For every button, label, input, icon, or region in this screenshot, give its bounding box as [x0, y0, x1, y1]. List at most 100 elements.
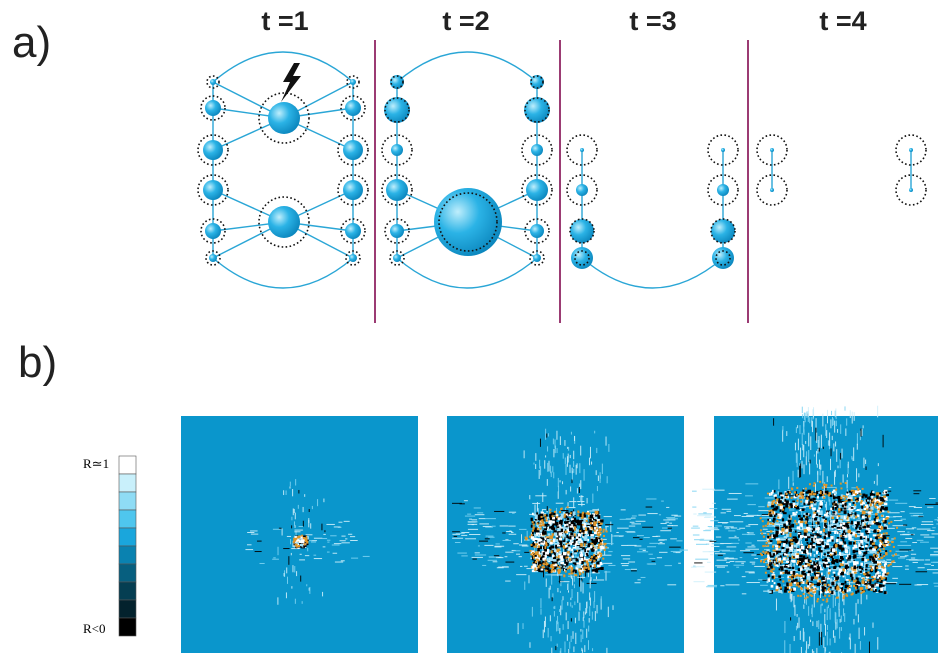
node	[393, 254, 401, 262]
capacity-circle	[524, 97, 550, 123]
edge-arc	[396, 51, 538, 83]
node	[203, 140, 223, 160]
capacity-circle	[707, 174, 739, 206]
time-label-4: t =4	[819, 6, 867, 36]
damage-map-front	[524, 506, 608, 578]
capacity-circle	[756, 134, 788, 166]
node	[570, 219, 594, 243]
node	[386, 179, 408, 201]
capacity-circle	[895, 174, 927, 206]
node	[390, 75, 404, 89]
capacity-circle	[521, 134, 553, 166]
node	[909, 148, 913, 152]
hub-node	[434, 188, 502, 256]
capacity-circle	[566, 174, 598, 206]
hub-node	[268, 102, 300, 134]
capacity-circle	[530, 75, 544, 89]
capacity-circle	[197, 174, 229, 206]
node	[533, 254, 541, 262]
capacity-circle	[384, 97, 410, 123]
legend-swatch	[118, 581, 137, 601]
node	[391, 144, 403, 156]
capacity-circle	[381, 134, 413, 166]
network-diagram	[197, 40, 927, 323]
node	[349, 254, 357, 262]
capacity-circle	[337, 174, 369, 206]
legend-swatch	[118, 599, 137, 619]
legend-swatch	[118, 617, 137, 637]
capacity-circle	[258, 196, 310, 248]
capacity-circle	[340, 95, 366, 121]
capacity-circle	[710, 218, 736, 244]
damage-maps	[181, 405, 938, 653]
node	[203, 180, 223, 200]
capacity-circle	[258, 92, 310, 144]
capacity-circle	[337, 134, 369, 166]
legend-colorbar	[118, 455, 137, 637]
capacity-circle	[206, 75, 220, 89]
node	[390, 224, 404, 238]
capacity-circle	[389, 250, 405, 266]
capacity-circle	[390, 75, 404, 89]
edge-arc	[581, 257, 724, 289]
time-label-3: t =3	[629, 6, 677, 36]
node	[343, 140, 363, 160]
capacity-circle	[566, 134, 598, 166]
node	[909, 188, 913, 192]
node	[576, 184, 588, 196]
capacity-circle	[345, 250, 361, 266]
legend-swatch	[118, 545, 137, 565]
capacity-circle	[715, 250, 731, 266]
node	[711, 219, 735, 243]
capacity-circle	[197, 134, 229, 166]
legend-swatch	[118, 455, 137, 475]
edge-arc	[396, 257, 538, 289]
legend-bottom-label: R<0	[83, 621, 106, 636]
damage-map-cracks	[245, 479, 370, 605]
panel-b-label: b)	[18, 338, 58, 387]
damage-map-front	[759, 480, 899, 603]
damage-map-core	[530, 510, 604, 574]
node	[350, 79, 356, 85]
damage-map-front	[292, 534, 309, 548]
capacity-circle	[200, 95, 226, 121]
node	[530, 75, 544, 89]
edge-arc	[212, 51, 354, 83]
hub-node	[268, 206, 300, 238]
capacity-circle	[574, 250, 590, 266]
node	[210, 79, 216, 85]
capacity-circle	[340, 218, 366, 244]
node	[343, 180, 363, 200]
node	[209, 254, 217, 262]
node	[345, 223, 361, 239]
capacity-circle	[200, 218, 226, 244]
capacity-circle	[521, 174, 553, 206]
edge-arc	[212, 257, 354, 289]
node	[205, 100, 221, 116]
time-label-2: t =2	[442, 6, 490, 36]
node	[345, 100, 361, 116]
node	[531, 144, 543, 156]
legend-swatch	[118, 527, 137, 547]
lightning-bolt-icon	[281, 63, 301, 102]
node	[721, 148, 725, 152]
capacity-circle	[381, 174, 413, 206]
node	[580, 148, 584, 152]
node	[717, 184, 729, 196]
capacity-circle	[569, 218, 595, 244]
capacity-circle	[756, 174, 788, 206]
capacity-circle	[384, 218, 410, 244]
capacity-circle	[895, 134, 927, 166]
capacity-circle	[205, 250, 221, 266]
legend-swatch	[118, 473, 137, 493]
capacity-circle	[529, 250, 545, 266]
node	[205, 223, 221, 239]
capacity-circle	[524, 218, 550, 244]
node	[524, 97, 550, 123]
legend-swatch	[118, 563, 137, 583]
capacity-circle	[438, 192, 498, 252]
node	[770, 188, 774, 192]
damage-map-background	[181, 416, 418, 653]
